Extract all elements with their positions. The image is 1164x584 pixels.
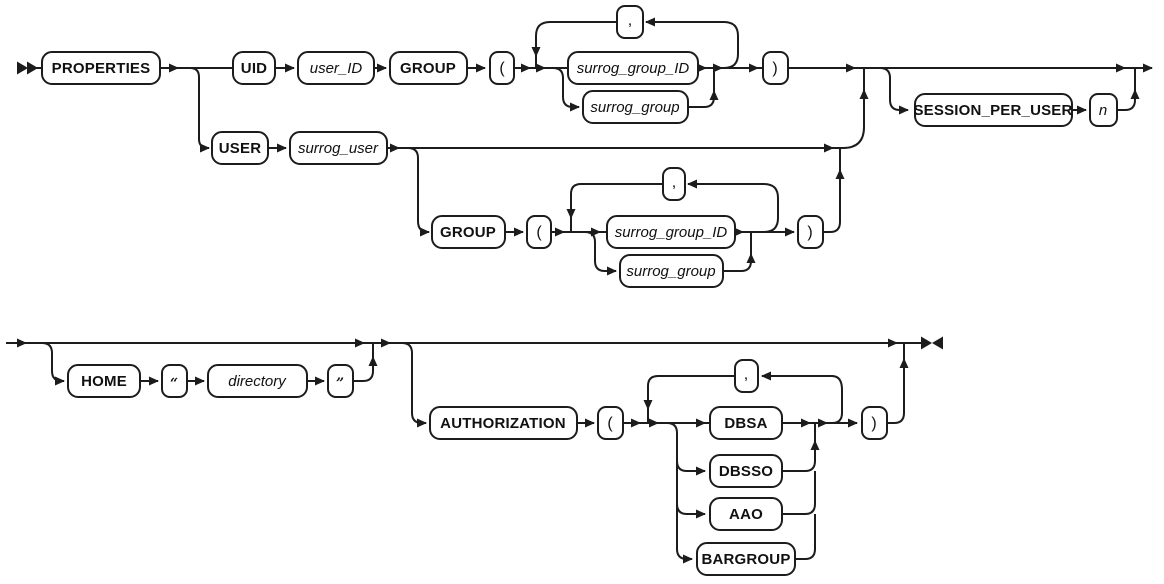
open-paren-top-label: ( bbox=[499, 60, 505, 77]
user-label: USER bbox=[219, 140, 261, 157]
close-quote-box bbox=[327, 364, 354, 398]
comma-top: , bbox=[616, 5, 644, 39]
comma-auth-box bbox=[734, 359, 759, 393]
keyword-dbsso: DBSSO bbox=[709, 454, 783, 488]
end-arrow-icon bbox=[921, 336, 932, 350]
properties-box bbox=[41, 51, 161, 85]
surrog-user-box bbox=[289, 131, 388, 165]
uid-label: UID bbox=[241, 60, 267, 77]
surrog-user-label: surrog_user bbox=[298, 140, 379, 157]
group-top-label: GROUP bbox=[400, 60, 456, 77]
surrog-group-top-label: surrog_group bbox=[590, 99, 679, 116]
surrog-group-id-top-box bbox=[567, 51, 699, 85]
keyword-bargroup: BARGROUP bbox=[696, 542, 796, 576]
start-arrow-icon bbox=[17, 61, 28, 75]
variable-n: n bbox=[1089, 93, 1118, 127]
open-paren-top: ( bbox=[489, 51, 515, 85]
authorization-label: AUTHORIZATION bbox=[440, 415, 566, 432]
keyword-aao: AAO bbox=[709, 497, 783, 531]
open-paren-user-label: ( bbox=[536, 224, 542, 241]
session-per-user-label: SESSION_PER_USER bbox=[913, 102, 1072, 119]
open-paren-user-box bbox=[526, 215, 552, 249]
user-id-box bbox=[297, 51, 375, 85]
close-quote: ” bbox=[327, 364, 354, 398]
keyword-user: USER bbox=[211, 131, 269, 165]
keyword-group-user: GROUP bbox=[431, 215, 506, 249]
directory-label: directory bbox=[228, 373, 287, 390]
user-id-label: user_ID bbox=[310, 60, 363, 77]
open-paren-user: ( bbox=[526, 215, 552, 249]
start-arrow-icon bbox=[27, 61, 38, 75]
group-user-label: GROUP bbox=[440, 224, 496, 241]
comma-top-box bbox=[616, 5, 644, 39]
comma-auth: , bbox=[734, 359, 759, 393]
variable-surrog-group-id-user: surrog_group_ID bbox=[606, 215, 736, 249]
variable-directory: directory bbox=[207, 364, 308, 398]
open-quote-box bbox=[161, 364, 188, 398]
close-paren-user-box bbox=[797, 215, 824, 249]
comma-auth-label: , bbox=[744, 366, 748, 383]
keyword-properties: PROPERTIES bbox=[41, 51, 161, 85]
open-paren-auth: ( bbox=[597, 406, 624, 440]
close-paren-auth-box bbox=[861, 406, 888, 440]
dbsso-label: DBSSO bbox=[719, 463, 773, 480]
directory-box bbox=[207, 364, 308, 398]
open-quote: “ bbox=[161, 364, 188, 398]
surrog-group-id-user-label: surrog_group_ID bbox=[615, 224, 728, 241]
dbsa-box bbox=[709, 406, 783, 440]
variable-user-id: user_ID bbox=[297, 51, 375, 85]
uid-box bbox=[232, 51, 276, 85]
end-arrow-icon bbox=[932, 336, 943, 350]
bargroup-label: BARGROUP bbox=[701, 551, 790, 568]
keyword-uid: UID bbox=[232, 51, 276, 85]
properties-label: PROPERTIES bbox=[52, 60, 151, 77]
close-paren-auth-label: ) bbox=[871, 415, 876, 432]
comma-user: , bbox=[662, 167, 686, 201]
open-paren-auth-label: ( bbox=[607, 415, 613, 432]
surrog-group-user-label: surrog_group bbox=[626, 263, 715, 280]
home-label: HOME bbox=[81, 373, 127, 390]
keyword-home: HOME bbox=[67, 364, 141, 398]
user-box bbox=[211, 131, 269, 165]
surrog-group-id-top-label: surrog_group_ID bbox=[577, 60, 690, 77]
bargroup-box bbox=[696, 542, 796, 576]
close-paren-user-label: ) bbox=[807, 224, 812, 241]
session-per-user-box bbox=[914, 93, 1073, 127]
variable-surrog-group-top: surrog_group bbox=[582, 90, 689, 124]
keyword-group-top: GROUP bbox=[389, 51, 468, 85]
close-paren-top: ) bbox=[762, 51, 789, 85]
open-quote-label: “ bbox=[170, 376, 178, 392]
n-box bbox=[1089, 93, 1118, 127]
comma-top-label: , bbox=[628, 12, 632, 29]
surrog-group-id-user-box bbox=[606, 215, 736, 249]
open-paren-top-box bbox=[489, 51, 515, 85]
close-paren-top-box bbox=[762, 51, 789, 85]
variable-surrog-user: surrog_user bbox=[289, 131, 388, 165]
close-paren-user: ) bbox=[797, 215, 824, 249]
row2-rails bbox=[6, 336, 943, 564]
keyword-dbsa: DBSA bbox=[709, 406, 783, 440]
surrog-group-top-box bbox=[582, 90, 689, 124]
keyword-session-per-user: SESSION_PER_USER bbox=[913, 93, 1073, 127]
home-box bbox=[67, 364, 141, 398]
open-paren-auth-box bbox=[597, 406, 624, 440]
dbsso-box bbox=[709, 454, 783, 488]
close-paren-top-label: ) bbox=[772, 60, 777, 77]
n-label: n bbox=[1099, 102, 1107, 119]
group-user-box bbox=[431, 215, 506, 249]
aao-label: AAO bbox=[729, 506, 763, 523]
group-top-box bbox=[389, 51, 468, 85]
authorization-box bbox=[429, 406, 578, 440]
variable-surrog-group-id-top: surrog_group_ID bbox=[567, 51, 699, 85]
close-quote-label: ” bbox=[336, 376, 344, 392]
row1-rails bbox=[17, 17, 1153, 276]
close-paren-auth: ) bbox=[861, 406, 888, 440]
keyword-authorization: AUTHORIZATION bbox=[429, 406, 578, 440]
variable-surrog-group-user: surrog_group bbox=[619, 254, 724, 288]
dbsa-label: DBSA bbox=[724, 415, 767, 432]
comma-user-box bbox=[662, 167, 686, 201]
surrog-group-user-box bbox=[619, 254, 724, 288]
aao-box bbox=[709, 497, 783, 531]
comma-user-label: , bbox=[672, 174, 676, 191]
